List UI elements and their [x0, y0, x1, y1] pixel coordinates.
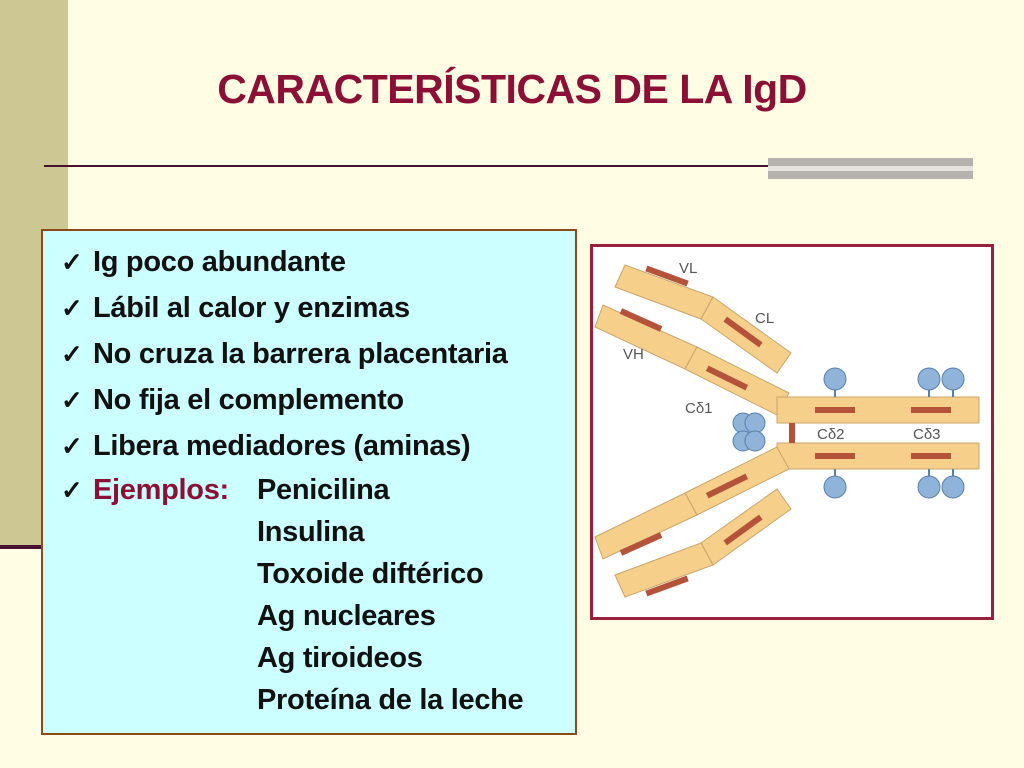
- list-item: ✓No cruza la barrera placentaria: [57, 331, 508, 377]
- band-vl-upper: [645, 265, 689, 287]
- lower-heavy-chain-vh: [594, 492, 698, 560]
- checkmark-icon: ✓: [61, 339, 83, 369]
- disulfide-bridge: [789, 423, 795, 443]
- band-cd2-lower: [815, 453, 855, 459]
- example-item: Penicilina: [257, 474, 390, 506]
- list-item: ✓Ig poco abundante: [57, 239, 508, 285]
- label-cd2: Cδ2: [817, 426, 845, 443]
- label-cd1: Cδ1: [685, 400, 713, 417]
- checkmark-icon: ✓: [61, 385, 83, 415]
- checkmark-icon: ✓: [61, 431, 83, 461]
- title-divider: [44, 165, 774, 167]
- examples-label: Ejemplos:: [93, 474, 229, 506]
- examples-item: ✓ Ejemplos: Penicilina Insulina Toxoide …: [57, 469, 524, 716]
- band-cl-lower: [723, 514, 763, 546]
- checkmark-icon: ✓: [61, 247, 83, 277]
- band-cd1-upper: [705, 365, 749, 391]
- list-item: ✓No fija el complemento: [57, 377, 508, 423]
- band-cl-upper: [723, 316, 763, 348]
- left-decorative-rule: [0, 545, 44, 549]
- carbohydrate-groups: [732, 367, 965, 499]
- band-vh-upper: [619, 308, 663, 332]
- list-item: ✓Libera mediadores (aminas): [57, 423, 508, 469]
- title-accent-bar: [768, 158, 973, 179]
- list-item: ✓Lábil al calor y enzimas: [57, 285, 508, 331]
- example-item: Proteína de la leche: [257, 684, 524, 716]
- band-cd3-upper: [911, 407, 951, 413]
- igd-structure-figure: VL CL VH Cδ1 Cδ2 Cδ3: [590, 244, 994, 620]
- label-cd3: Cδ3: [913, 426, 941, 443]
- slide-title: CARACTERÍSTICAS DE LA IgD: [217, 66, 807, 112]
- band-cd2-upper: [815, 407, 855, 413]
- example-item: Insulina: [257, 516, 365, 548]
- label-vh: VH: [623, 346, 644, 363]
- example-item: Toxoide diftérico: [257, 558, 484, 590]
- label-vl: VL: [679, 260, 697, 277]
- band-cd3-lower: [911, 453, 951, 459]
- label-cl: CL: [755, 310, 774, 327]
- upper-heavy-chain-vh: [594, 304, 698, 370]
- band-vl-lower: [645, 575, 689, 597]
- example-item: Ag tiroideos: [257, 642, 423, 674]
- igd-structure-diagram: VL CL VH Cδ1 Cδ2 Cδ3: [594, 260, 980, 598]
- characteristics-box: ✓Ig poco abundante ✓Lábil al calor y enz…: [41, 229, 577, 735]
- example-item: Ag nucleares: [257, 600, 436, 632]
- lower-light-chain-vl: [614, 542, 714, 598]
- characteristics-list: ✓Ig poco abundante ✓Lábil al calor y enz…: [57, 239, 524, 716]
- checkmark-icon: ✓: [61, 293, 83, 323]
- examples-list: Penicilina Insulina Toxoide diftérico Ag…: [257, 469, 524, 721]
- checkmark-icon: ✓: [61, 475, 83, 505]
- band-vh-lower: [619, 532, 663, 556]
- band-cd1-lower: [705, 473, 749, 499]
